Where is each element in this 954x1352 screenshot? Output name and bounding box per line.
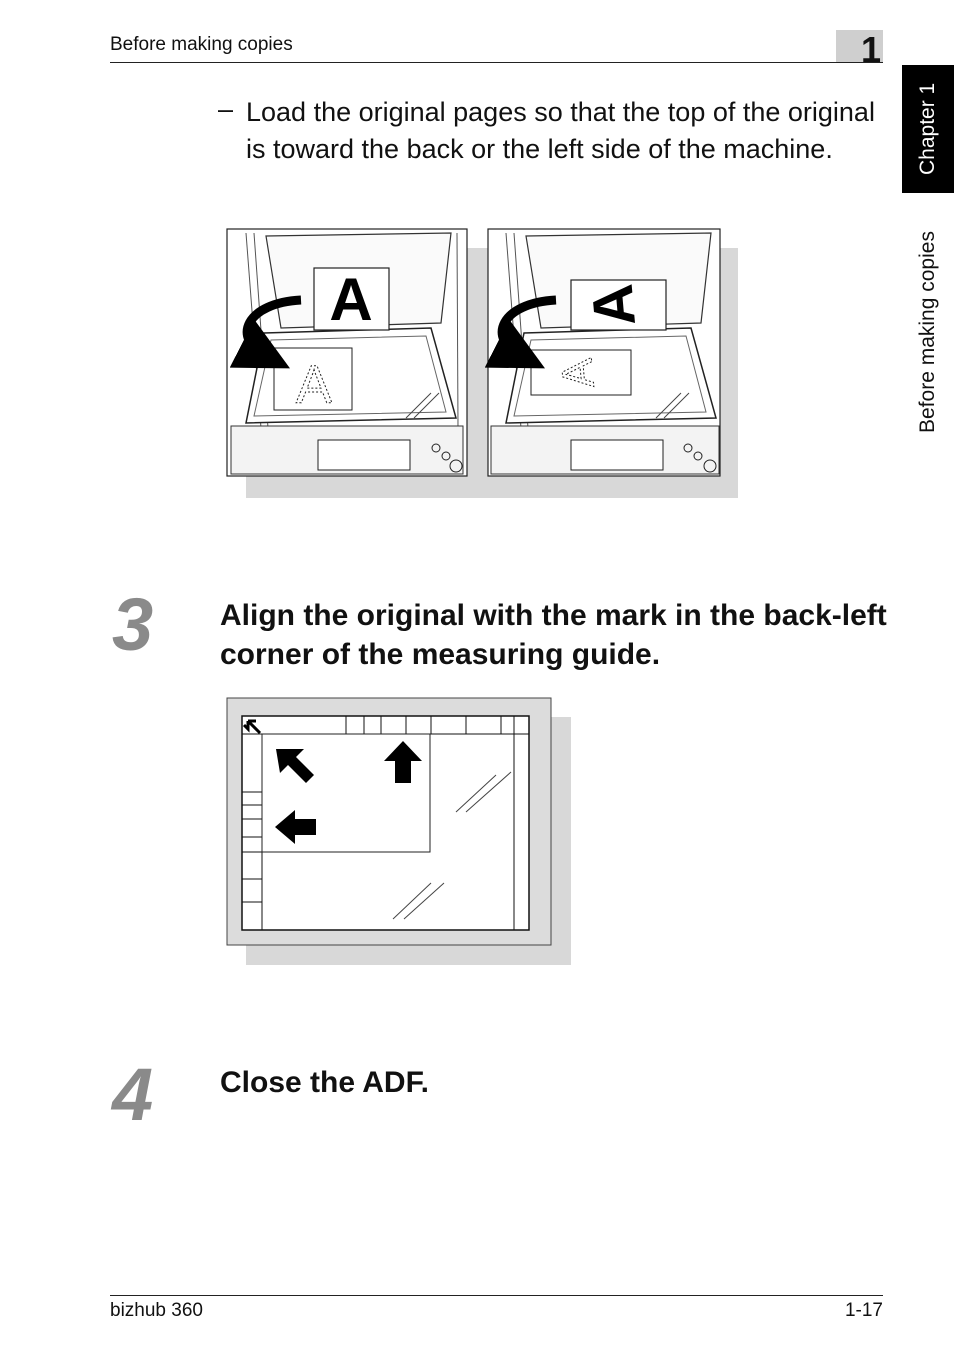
side-chapter-label: Chapter 1 — [916, 82, 939, 176]
original-page-upright — [313, 267, 390, 331]
footer-rule — [110, 1295, 883, 1296]
scanner-right-panel: A A — [484, 228, 721, 477]
bullet-dash: – — [218, 94, 234, 124]
measuring-guide-illustration — [226, 697, 571, 965]
arrow-up-icon — [384, 741, 422, 783]
step-3-instruction: Align the original with the mark in the … — [220, 599, 887, 671]
original-page-rotated — [570, 279, 667, 331]
letter-a-rotated-outline: A — [552, 356, 603, 390]
arrow-left-icon — [275, 810, 316, 844]
side-chapter-tab — [902, 65, 954, 193]
letter-a-rotated: A — [580, 282, 648, 329]
bullet-text: Load the original pages so that the top … — [246, 97, 875, 164]
step-number-4: 4 — [112, 1053, 154, 1136]
footer-model: bizhub 360 — [110, 1300, 203, 1321]
original-orientation-illustration: A A A A — [226, 228, 738, 498]
scanner-left-panel: A A — [226, 228, 468, 477]
chapter-number-box — [836, 30, 883, 62]
running-header-title: Before making copies — [110, 34, 293, 55]
step-4-instruction: Close the ADF. — [220, 1066, 429, 1099]
header-rule — [110, 62, 883, 63]
footer-page-number: 1-17 — [844, 1300, 883, 1321]
side-section-label: Before making copies — [916, 231, 939, 434]
letter-a-upright: A — [329, 266, 372, 333]
letter-a-outline: A — [296, 355, 332, 415]
step-number-3: 3 — [112, 583, 154, 666]
arrow-up-left-icon — [276, 749, 314, 783]
chapter-number: 1 — [860, 29, 881, 70]
corner-mark-icon — [242, 719, 262, 735]
